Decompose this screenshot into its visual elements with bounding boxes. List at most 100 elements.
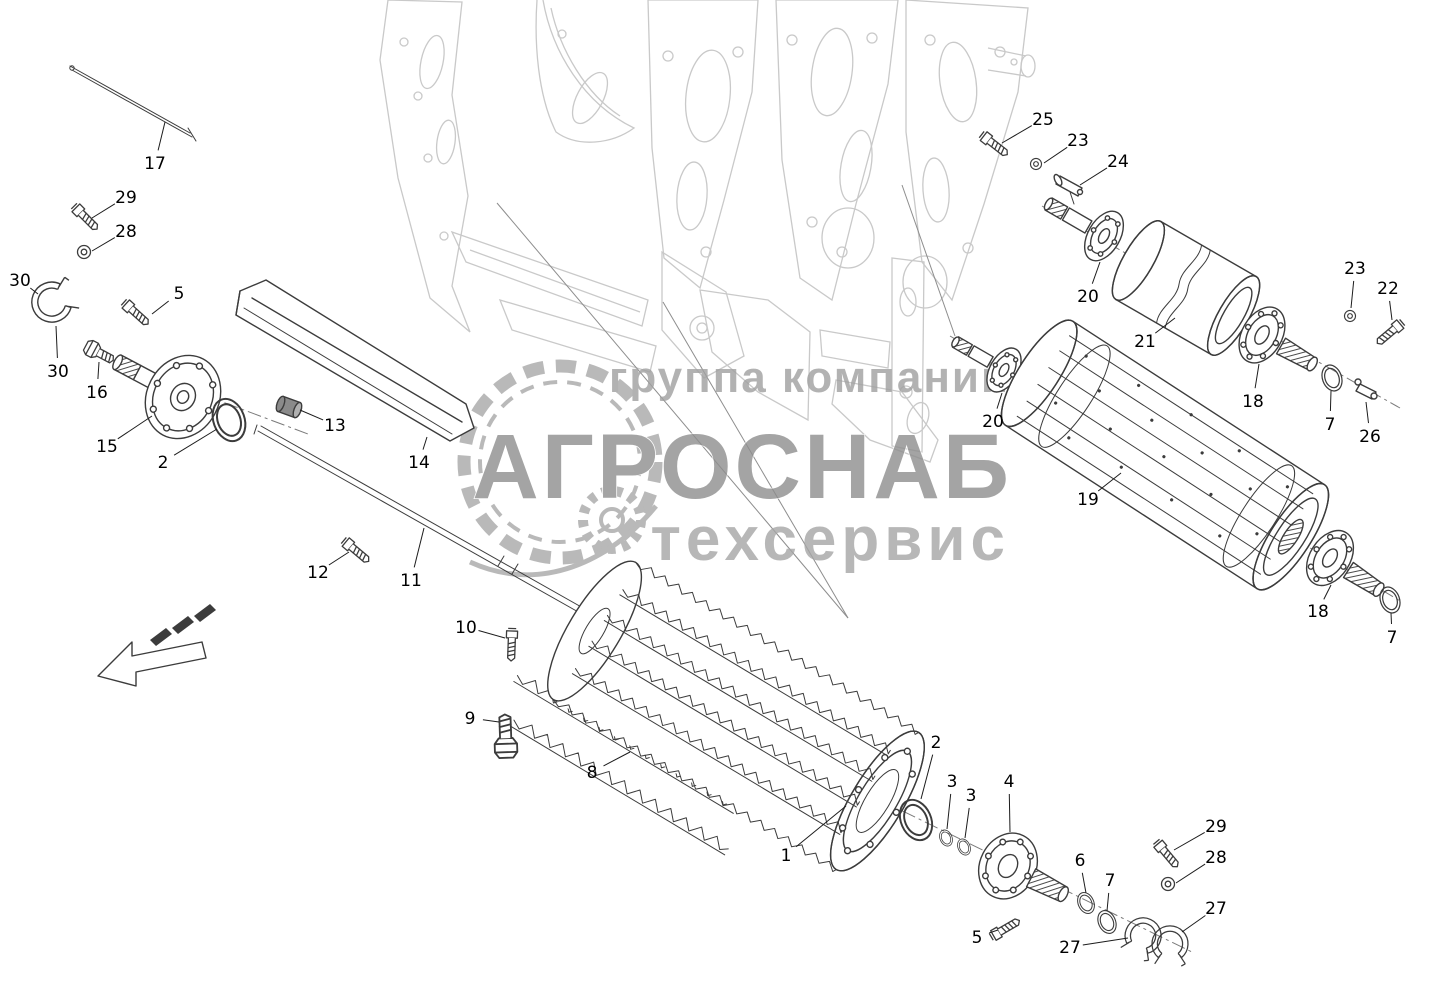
callout-leader-4: [1008, 793, 1011, 833]
part-29-screw: [69, 201, 102, 234]
part-20-flange-roller: [951, 336, 1022, 393]
callout-24: 24: [1107, 152, 1129, 172]
callout-leader-20: [1091, 261, 1101, 284]
part-21-cylinder: [1111, 220, 1261, 356]
part-22-screw: [1373, 317, 1407, 349]
callout-13: 13: [324, 416, 346, 436]
callout-leader-8: [603, 751, 631, 767]
callout-leader-11: [413, 527, 425, 568]
callout-4: 4: [1004, 772, 1015, 792]
callout-19: 19: [1077, 490, 1099, 510]
callout-27: 27: [1059, 938, 1081, 958]
part-7-oring-drum: [1093, 907, 1121, 937]
callout-15: 15: [96, 437, 118, 457]
part-6-ring: [1073, 889, 1099, 917]
part-23-washer-a: [1029, 157, 1043, 171]
callout-leader-7: [1390, 612, 1392, 625]
callout-leader-14: [422, 436, 428, 450]
part-4-flange: [977, 832, 1070, 903]
callout-5: 5: [174, 284, 185, 304]
part-30-clamp: [24, 272, 84, 330]
watermark-wreath-logo: [457, 359, 663, 578]
callout-7: 7: [1325, 415, 1336, 435]
machine-frame-outline: [379, 0, 1036, 463]
part-15-flange: [112, 354, 222, 440]
callout-5: 5: [972, 928, 983, 948]
part-13-bushing: [275, 395, 303, 419]
callout-29: 29: [115, 188, 137, 208]
callout-leader-7: [1329, 390, 1332, 412]
part-24-fitting: [1053, 173, 1084, 205]
callout-leader-2: [920, 754, 934, 800]
callout-leader-21: [1154, 317, 1176, 334]
callout-leader-23: [1350, 280, 1355, 309]
callout-leader-3: [946, 793, 952, 830]
part-26-link: [1354, 378, 1378, 400]
part-19-roller: [1000, 319, 1330, 591]
part-17-rod: [69, 65, 197, 142]
callout-leader-23: [1043, 146, 1068, 164]
part-25-screw: [977, 129, 1012, 160]
callout-leader-15: [117, 415, 153, 440]
part-18-flange-top: [1238, 306, 1319, 372]
callout-27: 27: [1205, 899, 1227, 919]
callout-leader-26: [1365, 401, 1369, 424]
callout-leader-13: [299, 409, 324, 421]
callout-6: 6: [1075, 851, 1086, 871]
part-5-screw-left: [119, 297, 153, 329]
part-14-cover: [235, 279, 475, 442]
callout-leader-28: [91, 237, 116, 252]
part-23-washer-b: [1343, 309, 1357, 323]
callout-leader-20: [996, 392, 1003, 409]
callout-2: 2: [158, 453, 169, 473]
callout-28: 28: [115, 222, 137, 242]
callout-leader-27: [1181, 915, 1206, 933]
callout-leader-1: [795, 805, 847, 848]
callout-leader-9: [482, 719, 500, 723]
callout-leader-17: [157, 121, 166, 151]
callout-10: 10: [455, 618, 477, 638]
part-7-oring-top: [1317, 361, 1347, 395]
watermark: группа компаний АГРОСНАБ техсервис: [457, 353, 1010, 578]
watermark-line3: техсервис: [650, 505, 1010, 574]
callout-23: 23: [1067, 131, 1089, 151]
callout-30: 30: [47, 362, 69, 382]
callout-3: 3: [966, 786, 977, 806]
callout-leader-16: [97, 361, 100, 380]
callout-leader-24: [1079, 167, 1108, 186]
callout-9: 9: [465, 709, 476, 729]
callout-leader-7: [1106, 892, 1110, 912]
callout-leader-29: [1173, 831, 1205, 851]
callout-1: 1: [781, 846, 792, 866]
callout-leader-30: [55, 325, 58, 359]
callout-leader-6: [1081, 872, 1087, 894]
callout-30: 30: [9, 271, 31, 291]
part-5-screw-bottom: [987, 915, 1023, 943]
parts-layer: [24, 65, 1407, 967]
part-12-screw: [339, 535, 373, 567]
callout-7: 7: [1387, 628, 1398, 648]
callout-23: 23: [1344, 259, 1366, 279]
callout-18: 18: [1307, 602, 1329, 622]
callout-leader-3: [964, 807, 970, 839]
watermark-line1: группа компаний: [609, 353, 1010, 402]
part-29-screw-right: [1151, 837, 1183, 871]
part-28-washer-right: [1160, 876, 1176, 892]
callout-leader-28: [1175, 863, 1206, 884]
part-3-ring-b: [954, 836, 974, 858]
callout-17: 17: [144, 154, 166, 174]
callout-leader-27: [1082, 937, 1129, 946]
callout-leader-12: [328, 551, 350, 566]
callout-7: 7: [1105, 871, 1116, 891]
callout-leader-19: [1097, 472, 1122, 492]
part-16-bolt: [81, 338, 118, 368]
callout-leader-18: [1323, 584, 1332, 600]
callouts-layer: 1729283030516152131411121098123345672727…: [9, 110, 1399, 958]
callout-12: 12: [307, 563, 329, 583]
callout-21: 21: [1134, 332, 1156, 352]
callout-2: 2: [931, 733, 942, 753]
callout-leader-5: [151, 300, 170, 315]
callout-14: 14: [408, 453, 430, 473]
